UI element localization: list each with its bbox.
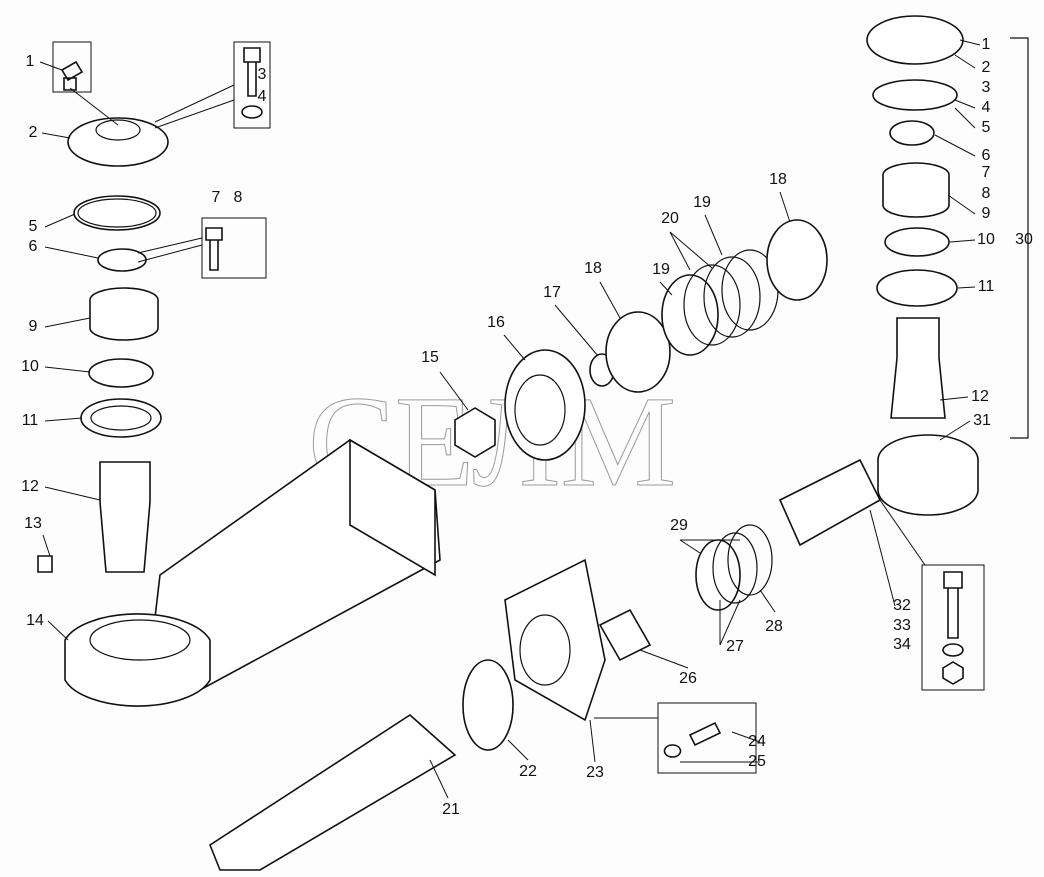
callout-2: 2 — [29, 124, 38, 141]
callout-29: 29 — [670, 517, 688, 534]
callout-12: 12 — [21, 478, 39, 495]
callout-12: 12 — [971, 388, 989, 405]
callout-5: 5 — [982, 119, 991, 136]
callout-1: 1 — [982, 36, 991, 53]
callout-18: 18 — [769, 171, 787, 188]
callout-26: 26 — [679, 670, 697, 687]
cover-right — [866, 15, 964, 65]
o-ring-22 — [462, 659, 514, 751]
grease-fitting — [60, 60, 84, 91]
bracket-30 — [1010, 37, 1029, 439]
callout-10: 10 — [977, 231, 995, 248]
callout-11: 11 — [978, 278, 995, 295]
callout-19: 19 — [652, 261, 670, 278]
pin-12 — [99, 461, 151, 573]
callout-22: 22 — [519, 763, 537, 780]
ring-19 — [661, 274, 719, 356]
callout-9: 9 — [982, 205, 991, 222]
callout-15: 15 — [421, 349, 439, 366]
shaft-21 — [209, 713, 457, 871]
bolt-3 — [243, 47, 261, 97]
left-pivot-assembly — [37, 41, 441, 707]
bolt-box-24-25 — [657, 702, 757, 774]
bolt-box-7-8 — [201, 217, 267, 279]
bushing-26 — [598, 608, 652, 662]
bushing-9 — [89, 287, 159, 341]
o-ring-5 — [73, 195, 161, 231]
seal-right-11 — [876, 269, 958, 307]
bolt-7 — [205, 227, 223, 271]
ring-18 — [605, 311, 671, 393]
ring-right-10 — [884, 227, 950, 257]
seal-11 — [80, 398, 162, 438]
callout-8: 8 — [234, 189, 243, 206]
callout-2: 2 — [982, 59, 991, 76]
callout-18: 18 — [584, 260, 602, 277]
o-ring-right — [872, 79, 958, 111]
callout-20: 20 — [661, 210, 679, 227]
callout-31: 31 — [973, 412, 991, 429]
callout-27: 27 — [726, 638, 744, 655]
callout-10: 10 — [21, 358, 39, 375]
gland-23 — [504, 558, 606, 722]
callout-6: 6 — [29, 238, 38, 255]
shim-right — [889, 120, 935, 146]
fitting-13 — [37, 555, 53, 573]
callout-14: 14 — [26, 612, 44, 629]
callout-23: 23 — [586, 764, 604, 781]
ring-18b — [766, 219, 828, 301]
callout-19: 19 — [693, 194, 711, 211]
callout-1: 1 — [26, 53, 35, 70]
ring-20b — [703, 256, 761, 338]
callout-8: 8 — [982, 185, 991, 202]
bolt-24 — [663, 721, 722, 758]
bushing-right — [882, 162, 950, 218]
end-fitting — [778, 458, 882, 547]
callout-21: 21 — [442, 801, 460, 818]
leader-lines — [39, 39, 981, 799]
cover-2 — [67, 117, 169, 167]
callout-4: 4 — [982, 99, 991, 116]
callout-28: 28 — [765, 618, 783, 635]
washer-4 — [241, 105, 263, 119]
pin-right-12 — [890, 317, 946, 419]
cylinder-flange — [349, 438, 436, 577]
callout-7: 7 — [982, 164, 991, 181]
callout-32: 32 — [893, 597, 911, 614]
callout-24: 24 — [748, 733, 766, 750]
callout-17: 17 — [543, 284, 561, 301]
piston-16 — [504, 349, 586, 461]
bolt-32 — [943, 571, 963, 639]
spring-29a — [695, 539, 741, 611]
bolt-box-right — [921, 564, 985, 691]
callout-9: 9 — [29, 318, 38, 335]
callout-11: 11 — [22, 412, 39, 429]
callout-34: 34 — [893, 636, 911, 653]
callout-5: 5 — [29, 218, 38, 235]
nut-15 — [454, 407, 496, 458]
ring-20a — [683, 264, 741, 346]
ring-10 — [88, 358, 154, 388]
housing-right-31 — [877, 434, 979, 516]
callout-33: 33 — [893, 617, 911, 634]
callout-7: 7 — [212, 189, 221, 206]
callout-3: 3 — [982, 79, 991, 96]
callout-16: 16 — [487, 314, 505, 331]
piston-parts — [454, 219, 828, 461]
callout-6: 6 — [982, 147, 991, 164]
callout-4: 4 — [258, 88, 267, 105]
callout-25: 25 — [748, 753, 766, 770]
callout-3: 3 — [258, 66, 267, 83]
callout-13: 13 — [24, 515, 42, 532]
right-pivot-assembly — [778, 15, 1029, 691]
callout-30: 30 — [1015, 231, 1033, 248]
